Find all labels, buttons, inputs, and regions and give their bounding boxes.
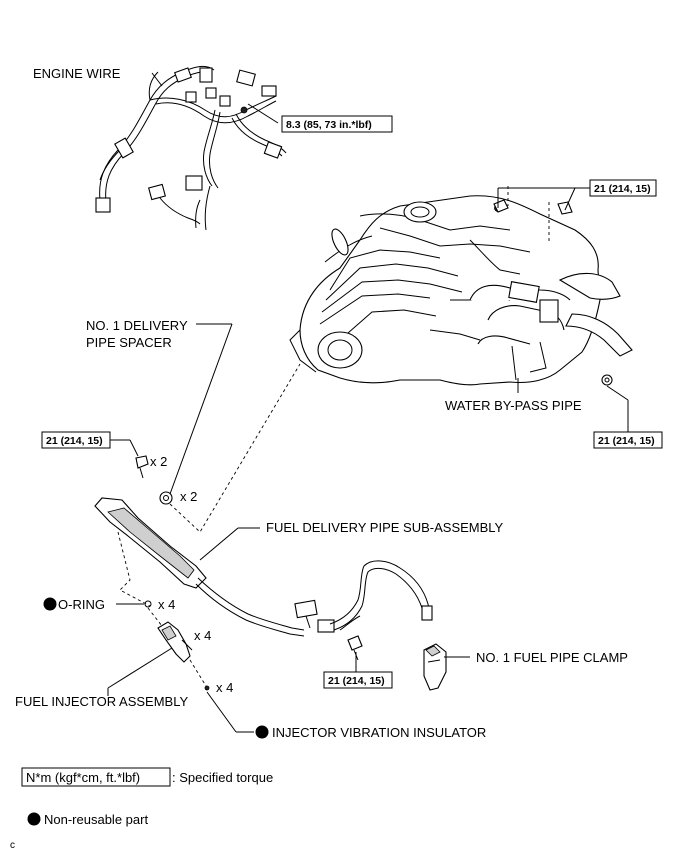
legend-torque-unit: N*m (kgf*cm, ft.*lbf) — [26, 770, 140, 785]
torque-spec-pipe-bolt: 21 (214, 15) — [323, 671, 393, 689]
label-injector-vibration-insulator: INJECTOR VIBRATION INSULATOR — [272, 725, 486, 740]
label-water-bypass-pipe: WATER BY-PASS PIPE — [445, 398, 582, 413]
engine-wire-harness — [95, 65, 287, 231]
engine-block — [289, 195, 633, 386]
label-delivery-spacer-line2: PIPE SPACER — [86, 335, 172, 350]
torque-spec-water-pipe: 21 (214, 15) — [593, 431, 663, 449]
torque-spec-delivery-bolts: 21 (214, 15) — [41, 431, 111, 449]
fuel-delivery-pipe — [94, 491, 433, 637]
small-parts — [135, 199, 613, 691]
label-engine-wire: ENGINE WIRE — [33, 66, 121, 81]
non-reusable-marker-insulator — [255, 725, 269, 739]
legend-non-reusable-marker — [27, 812, 41, 826]
corner-mark: c — [10, 840, 15, 851]
legend-torque-desc: : Specified torque — [172, 770, 273, 785]
label-delivery-spacer-line1: NO. 1 DELIVERY — [86, 318, 188, 333]
label-fuel-delivery-pipe: FUEL DELIVERY PIPE SUB-ASSEMBLY — [266, 520, 504, 535]
qty-injectors: x 4 — [194, 628, 211, 643]
label-o-ring: O-RING — [58, 597, 105, 612]
torque-value: 21 (214, 15) — [594, 183, 651, 195]
label-fuel-injector: FUEL INJECTOR ASSEMBLY — [15, 694, 188, 709]
qty-o-rings: x 4 — [158, 597, 175, 612]
torque-value: 21 (214, 15) — [328, 675, 385, 687]
legend-torque-box — [21, 767, 171, 787]
torque-spec-upper-bolts: 21 (214, 15) — [589, 179, 657, 197]
qty-delivery-bolts: x 2 — [150, 454, 167, 469]
torque-value: 21 (214, 15) — [46, 435, 103, 447]
torque-value: 8.3 (85, 73 in.*lbf) — [286, 119, 372, 131]
legend: N*m (kgf*cm, ft.*lbf) : Specified torque… — [21, 767, 273, 827]
leader-lines — [107, 72, 629, 733]
torque-spec-engine-wire: 8.3 (85, 73 in.*lbf) — [281, 115, 393, 133]
non-reusable-marker-o-ring — [43, 597, 57, 611]
qty-spacers: x 2 — [180, 489, 197, 504]
qty-insulators: x 4 — [216, 680, 233, 695]
torque-value: 21 (214, 15) — [598, 435, 655, 447]
legend-non-reusable-text: Non-reusable part — [44, 812, 148, 827]
label-fuel-pipe-clamp: NO. 1 FUEL PIPE CLAMP — [476, 650, 628, 665]
